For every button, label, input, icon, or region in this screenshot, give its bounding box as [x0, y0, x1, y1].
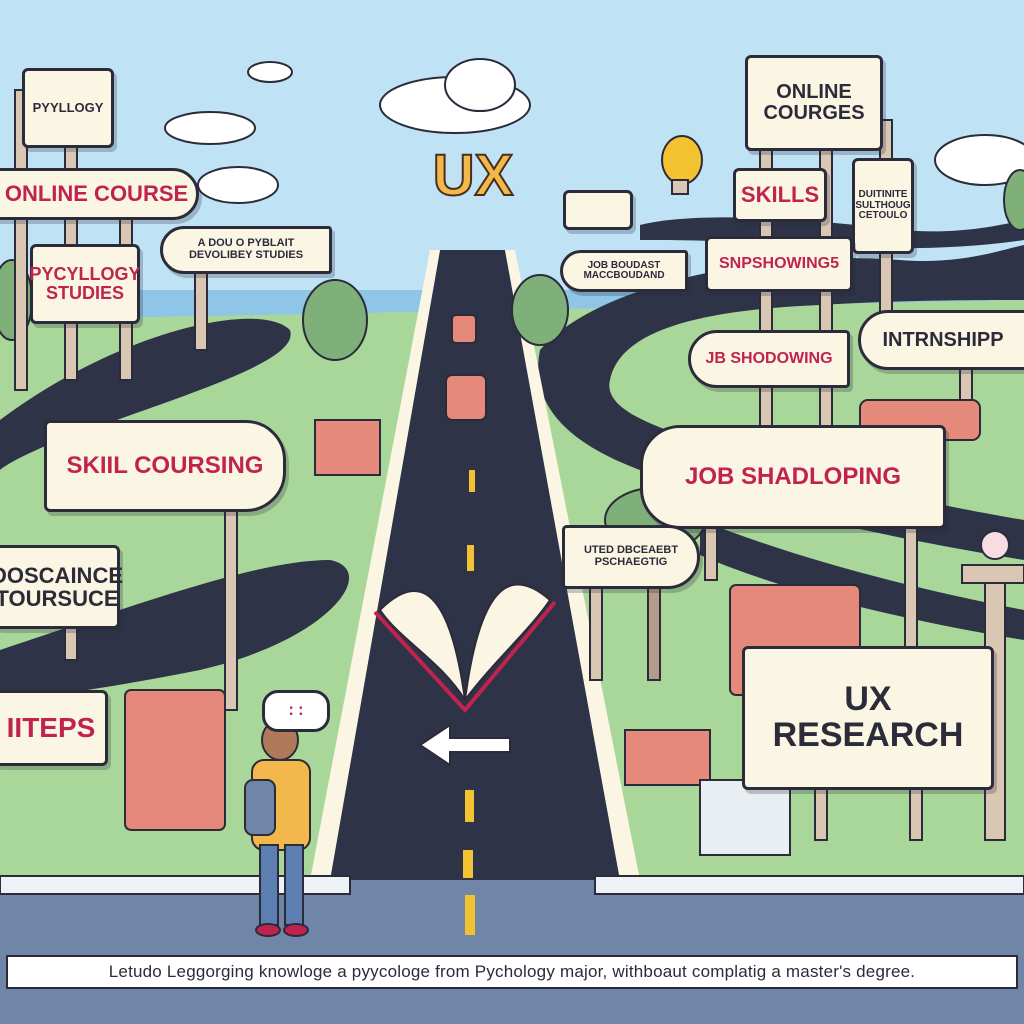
- mailbox: [124, 689, 226, 831]
- tent: [314, 419, 381, 476]
- person-figure: [244, 719, 311, 937]
- sign-psychology-studies: PYCYLLOGY STUDIES: [30, 244, 141, 324]
- sign-blank: [563, 190, 633, 230]
- cloud: [197, 166, 279, 204]
- sign-psy-studies: A DOU O PYBLAIT DEVOLIBEY STUDIES: [160, 226, 332, 274]
- sign-skills: SKILLS: [733, 168, 827, 222]
- sign-side-small: DUITINITE SULTHOUG CETOULO: [852, 158, 914, 254]
- sign-job-shadloping: JOB SHADLOPING: [640, 425, 946, 529]
- sign-snp-showing: SNPSHOWING5: [705, 236, 853, 292]
- caption-text: Letudo Leggorging knowloge a pyycologe f…: [6, 955, 1018, 989]
- box: [624, 729, 711, 786]
- sign-online-courses: ONLINE COURGES: [745, 55, 883, 151]
- cloud: [934, 134, 1024, 186]
- cloud: [247, 61, 293, 83]
- sign-internship: INTRNSHIPP: [858, 310, 1024, 370]
- sign-iiteps: IITEPS: [0, 690, 108, 766]
- sign-ux-research: UX RESEARCH: [742, 646, 994, 790]
- sign-jb-shodowing: JB SHODOWING: [688, 330, 850, 388]
- road-arrow: [418, 723, 511, 767]
- car: [451, 314, 477, 344]
- lightbulb-icon: [661, 135, 703, 195]
- sign-job-boudant: JOB BOUDAST MACCBOUDAND: [560, 250, 688, 292]
- sign-used-research: UTED DBCEAEBT PSCHAEGTIG: [562, 525, 700, 589]
- tree: [1003, 169, 1024, 231]
- lamp: [980, 530, 1010, 560]
- sign-psychology: PYYLLOGY: [22, 68, 114, 148]
- cloud: [164, 111, 256, 145]
- car: [445, 374, 487, 421]
- tree: [511, 274, 569, 346]
- title-ux: UX: [432, 142, 515, 209]
- tree: [302, 279, 368, 361]
- sign-online-course: ONLINE COURSE: [0, 168, 199, 220]
- box: [699, 779, 791, 856]
- sign-skill-coursing: SKIIL COURSING: [44, 420, 286, 512]
- sign-doscaince: DOSCAINCE TOURSUCE: [0, 545, 123, 629]
- speech-bubble: ::: [262, 690, 330, 732]
- open-book: [373, 583, 557, 714]
